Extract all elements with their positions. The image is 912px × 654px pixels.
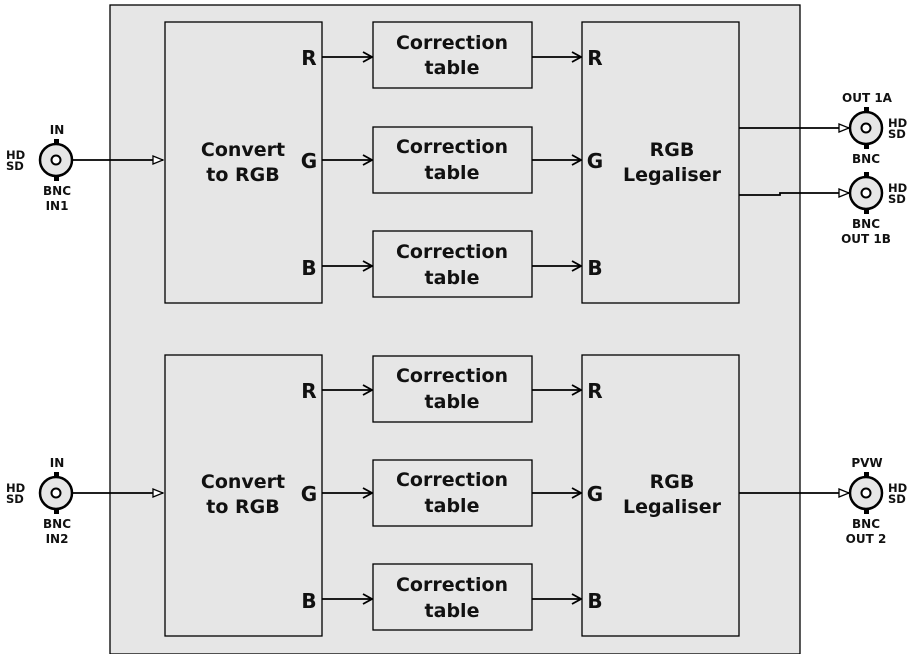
- input-name-label-1: IN1: [46, 199, 69, 213]
- bnc-tab-bottom: [54, 508, 59, 514]
- input-format-sd-1: SD: [6, 159, 24, 173]
- correction-r-line1-1: Correction: [396, 32, 508, 54]
- correction-b-line2-1: table: [425, 267, 480, 289]
- correction-table-b-2: [372, 563, 533, 631]
- bnc-tab-top: [54, 472, 59, 478]
- legaliser-label-line2-2: Legaliser: [623, 496, 722, 518]
- bnc-tab-top: [864, 107, 869, 113]
- channel-b-out-2: B: [301, 589, 316, 613]
- channel-g-in-1: G: [587, 149, 603, 173]
- correction-g-line2-2: table: [425, 495, 480, 517]
- bnc-tab-bottom: [54, 175, 59, 181]
- output-top-label-1a: OUT 1A: [842, 91, 893, 105]
- output-bnc-label-2: BNC: [852, 517, 880, 531]
- legaliser-label-line1-1: RGB: [650, 139, 695, 161]
- convert-label-line2-1: to RGB: [206, 164, 279, 186]
- legaliser-label-line2-1: Legaliser: [623, 164, 722, 186]
- bnc-pin-icon: [50, 154, 62, 166]
- convert-to-rgb-box-2: [164, 354, 323, 637]
- correction-table-g-1: [372, 126, 533, 194]
- output-top-label-2: PVW: [851, 456, 882, 470]
- correction-b-line1-2: Correction: [396, 574, 508, 596]
- bnc-tab-top: [864, 172, 869, 178]
- channel-b-in-1: B: [587, 256, 602, 280]
- output-format-sd-2: SD: [888, 492, 906, 506]
- correction-table-r-2: [372, 355, 533, 423]
- channel-r-out-2: R: [301, 379, 316, 403]
- bnc-pin-icon: [860, 487, 872, 499]
- correction-table-b-1: [372, 230, 533, 298]
- output-format-sd-1a: SD: [888, 127, 906, 141]
- correction-g-line1-2: Correction: [396, 469, 508, 491]
- correction-r-line2-2: table: [425, 391, 480, 413]
- rgb-legaliser-box-2: [581, 354, 740, 637]
- output-format-hd-2: HD: [888, 481, 907, 495]
- channel-g-in-2: G: [587, 482, 603, 506]
- input-bnc-label-1: BNC: [43, 184, 71, 198]
- correction-g-line2-1: table: [425, 162, 480, 184]
- output-name-label-2: OUT 2: [846, 532, 887, 546]
- bnc-tab-top: [864, 472, 869, 478]
- correction-r-line2-1: table: [425, 57, 480, 79]
- bnc-tab-bottom: [864, 508, 869, 514]
- output-format-hd-1a: HD: [888, 116, 907, 130]
- legaliser-label-line1-2: RGB: [650, 471, 695, 493]
- channel-g-out-1: G: [301, 149, 317, 173]
- bnc-output-1a: OUT 1A BNC HD SD: [739, 91, 907, 166]
- channel-r-in-2: R: [587, 379, 602, 403]
- correction-g-line1-1: Correction: [396, 136, 508, 158]
- bnc-pin-icon: [50, 487, 62, 499]
- correction-r-line1-2: Correction: [396, 365, 508, 387]
- output-name-label-1b: OUT 1B: [841, 232, 891, 246]
- processing-block-2: Convert to RGB R G B Correction table Co…: [6, 354, 907, 637]
- bnc-tab-bottom: [864, 143, 869, 149]
- output-bnc-label-1a: BNC: [852, 152, 880, 166]
- bnc-tab-bottom: [864, 208, 869, 214]
- convert-label-line1-1: Convert: [201, 139, 285, 161]
- correction-b-line1-1: Correction: [396, 241, 508, 263]
- correction-table-r-1: [372, 21, 533, 89]
- processing-block-1: Convert to RGB R G B Correction table Co…: [6, 21, 907, 304]
- convert-to-rgb-box-1: [164, 21, 323, 304]
- channel-r-out-1: R: [301, 46, 316, 70]
- channel-b-in-2: B: [587, 589, 602, 613]
- input-format-hd-1: HD: [6, 148, 25, 162]
- rgb-legaliser-box-1: [581, 21, 740, 304]
- channel-b-out-1: B: [301, 256, 316, 280]
- correction-b-line2-2: table: [425, 600, 480, 622]
- output-format-sd-1b: SD: [888, 192, 906, 206]
- output-format-hd-1b: HD: [888, 181, 907, 195]
- convert-label-line1-2: Convert: [201, 471, 285, 493]
- channel-g-out-2: G: [301, 482, 317, 506]
- bnc-pin-icon: [860, 122, 872, 134]
- convert-label-line2-2: to RGB: [206, 496, 279, 518]
- input-bnc-label-2: BNC: [43, 517, 71, 531]
- bnc-pin-icon: [860, 187, 872, 199]
- output-bnc-label-1b: BNC: [852, 217, 880, 231]
- input-top-label-2: IN: [50, 456, 65, 470]
- bnc-input-2: IN BNC IN2 HD SD: [6, 456, 163, 546]
- input-name-label-2: IN2: [46, 532, 69, 546]
- input-format-hd-2: HD: [6, 481, 25, 495]
- input-format-sd-2: SD: [6, 492, 24, 506]
- channel-r-in-1: R: [587, 46, 602, 70]
- bnc-output-2: PVW BNC OUT 2 HD SD: [739, 456, 907, 546]
- wire-output-1b: [739, 193, 849, 195]
- input-top-label-1: IN: [50, 123, 65, 137]
- bnc-tab-top: [54, 139, 59, 145]
- bnc-input-1: IN BNC IN1 HD SD: [6, 123, 163, 213]
- bnc-output-1b: BNC OUT 1B HD SD: [739, 172, 907, 246]
